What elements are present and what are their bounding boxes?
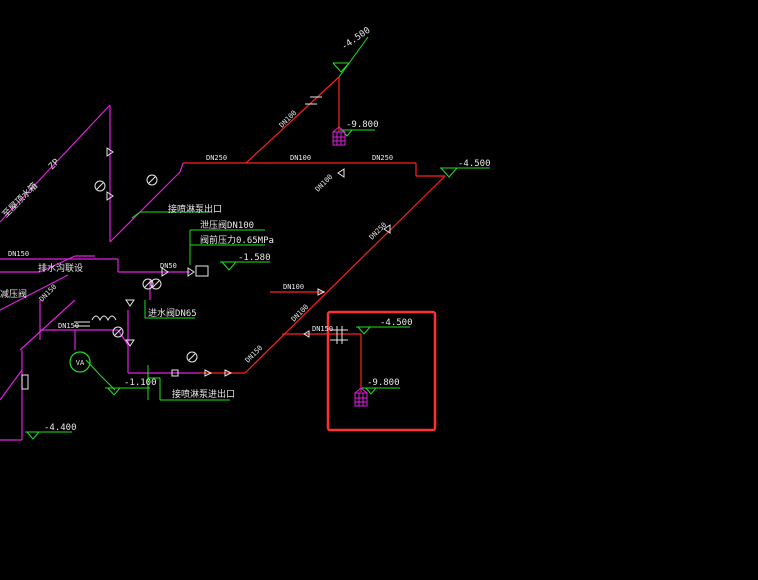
left-label-2: 排水沟联设: [38, 262, 83, 274]
elev-box-label: -4.500: [380, 318, 413, 328]
red-pipe-network: [183, 76, 446, 392]
dn100-c-label: DN100: [314, 173, 335, 194]
left-label-1: 至屋顶水箱: [0, 180, 40, 220]
relief-valve-label: 泄压阀DN100: [200, 219, 254, 231]
pump-in-label: 接喷淋泵进出口: [172, 388, 235, 400]
highlight-box: [326, 310, 437, 432]
elev-right-label: -4.500: [458, 159, 491, 169]
elev-left-label: -4.400: [44, 423, 77, 433]
elev-lower-label: -1.100: [124, 378, 157, 388]
dn100-e-label: DN100: [290, 303, 311, 324]
pump-out-label: 接喷淋泵出口: [168, 203, 222, 215]
elev-mid-label: -1.580: [238, 253, 271, 263]
pump-icon: VA: [69, 351, 91, 373]
dn100-b-label: DN100: [290, 154, 311, 162]
valve-marks: [21, 147, 233, 390]
pit-top-icon: [332, 126, 346, 146]
gauge-icons: [94, 174, 198, 363]
dn150-a-label: DN150: [312, 325, 333, 333]
green-annotation-lines: [25, 36, 490, 440]
dn150-c-label: DN150: [8, 250, 29, 258]
magenta-pipe-network: [0, 104, 200, 441]
relief-pressure-label: 阀前压力0.65MPa: [200, 234, 274, 246]
pit-box-icon: [354, 387, 368, 407]
dn150-e-label: DN150: [58, 322, 79, 330]
dn250-c-label: DN250: [368, 221, 389, 242]
inlet-valve-label: 进水阀DN65: [148, 307, 197, 319]
elev-box-pit-label: -9.800: [367, 378, 400, 388]
dn250-a-label: DN250: [206, 154, 227, 162]
dn250-b-label: DN250: [372, 154, 393, 162]
dn50-label: DN50: [160, 262, 177, 270]
elev-top-pit-label: -9.800: [346, 120, 379, 130]
pump-tag: VA: [76, 359, 85, 367]
dn100-d-label: DN100: [283, 283, 304, 291]
dn100-a-label: DN100: [278, 109, 299, 130]
dn150-b-label: DN150: [244, 344, 265, 365]
elev-top-label: -4.500: [340, 26, 372, 53]
red-valve-symbols: [303, 96, 391, 344]
left-label-3: 减压阀: [0, 288, 27, 300]
